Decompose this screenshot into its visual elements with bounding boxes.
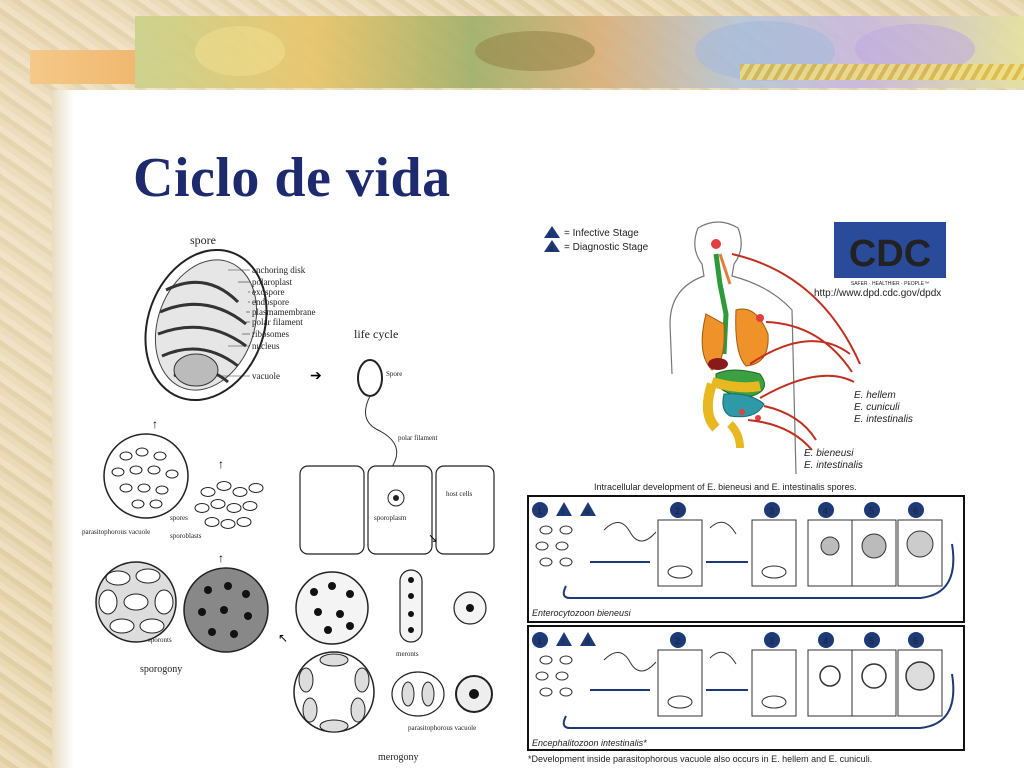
sporoblasts-label: sporoblasts <box>170 532 202 540</box>
step-number: d <box>585 507 589 516</box>
cdc-tagline: SAFER · HEALTHIER · PEOPLE™ <box>851 281 929 287</box>
cdc-logo <box>834 222 946 278</box>
spore-part-label: exospore <box>252 287 285 297</box>
diagnostic-stage-icon <box>544 240 560 252</box>
cdc-url: http://www.dpd.cdc.gov/dpdx <box>814 288 941 299</box>
species-label: E. bieneusi <box>804 448 854 459</box>
free-spores <box>194 481 264 529</box>
step-number: 6 <box>913 636 918 646</box>
panel-encephalitozoon: 1 i d 2 3 4 5 6 Encephalitozoon intestin… <box>527 625 965 751</box>
species-label: E. cuniculi <box>854 402 900 413</box>
species-label: E. intestinalis <box>854 414 913 425</box>
spore-part-label: vacuole <box>252 371 280 381</box>
arrow-right-icon: ➔ <box>310 369 322 384</box>
spore-small <box>357 359 383 397</box>
legend-diagnostic: = Diagnostic Stage <box>564 242 649 253</box>
decorative-bar-left <box>30 50 135 84</box>
spore-part-label: endospore <box>252 297 289 307</box>
step-number: 5 <box>869 506 874 516</box>
spore-part-label: polar filament <box>252 317 303 327</box>
species-label: E. intestinalis <box>804 460 863 471</box>
spore-part-label: plasmamembrane <box>252 307 315 317</box>
legend-i: i <box>549 232 551 239</box>
step-number: d <box>585 637 589 646</box>
slide-title: Ciclo de vida <box>133 147 451 209</box>
decorative-bar-gold <box>740 64 1024 80</box>
host-cells-label: host cells <box>446 490 473 498</box>
step-number: i <box>562 637 564 646</box>
step-number: 4 <box>823 636 828 646</box>
spores-label: spores <box>170 514 188 522</box>
step-number: i <box>562 507 564 516</box>
spore-heading: spore <box>190 233 216 247</box>
infective-stage-icon <box>544 226 560 238</box>
sporoplasm-label: sporoplasm <box>374 514 407 522</box>
spore-part-label: anchoring disk <box>252 265 306 275</box>
arrow-up-icon: ↑ <box>218 551 224 565</box>
arrow-up-icon: ↑ <box>218 457 224 471</box>
life-cycle-heading: life cycle <box>354 327 398 341</box>
spore-part-label: ribosomes <box>252 329 289 339</box>
parasitophorous-vacuole-label: parasitophorous vacuole <box>82 528 150 536</box>
polar-filament-label: polar filament <box>398 434 438 442</box>
step-number: 4 <box>823 506 828 516</box>
panel-enterocytozoon: 1 i d 2 3 4 5 6 Enterocytozoon bieneusi <box>527 495 965 623</box>
legend-infective: = Infective Stage <box>564 228 639 239</box>
arrow-left-icon: ↖ <box>278 631 288 645</box>
step-number: 6 <box>913 506 918 516</box>
sporogony-label: sporogony <box>140 664 182 675</box>
host-cells <box>299 465 495 555</box>
footnote: *Development inside parasitophorous vacu… <box>528 754 872 764</box>
merogony-label: merogony <box>378 752 419 763</box>
spore-label: Spore <box>386 370 402 378</box>
meronts-label: meronts <box>396 650 419 658</box>
elongated-meront <box>399 569 423 643</box>
panel2-label: Encephalitozoon intestinalis* <box>532 738 647 748</box>
intracellular-caption: Intracellular development of E. bieneusi… <box>594 482 857 492</box>
step-number: 2 <box>675 506 680 516</box>
arrow-down-right-icon: ↘ <box>428 531 438 545</box>
parasitophorous-vacuole-label-2: parasitophorous vacuole <box>408 724 476 732</box>
spore-part-labels: anchoring disk polaroplast exospore endo… <box>216 265 315 381</box>
spore-part-label: nucleus <box>252 341 280 351</box>
species-label: E. hellem <box>854 390 896 401</box>
human-body-illustration <box>669 221 861 475</box>
spore-part-label: polaroplast <box>252 277 292 287</box>
step-number: 5 <box>869 636 874 646</box>
arrow-up-icon: ↑ <box>152 417 158 431</box>
step-number: 3 <box>769 506 774 516</box>
cdc-life-cycle-diagram: i = Infective Stage d = Diagnostic Stage… <box>520 214 972 768</box>
step-number: 1 <box>537 506 542 516</box>
step-number: 2 <box>675 636 680 646</box>
spore-illustration <box>144 248 268 402</box>
step-number: 3 <box>769 636 774 646</box>
cdc-logo-text: CDC <box>849 233 931 275</box>
life-cycle-diagram: spore anchoring disk polaroplast exospor… <box>78 230 518 768</box>
sporonts-label: sporonts <box>148 636 172 644</box>
legend-d: d <box>549 246 553 253</box>
step-number: 1 <box>537 636 542 646</box>
panel1-label: Enterocytozoon bieneusi <box>532 608 632 618</box>
